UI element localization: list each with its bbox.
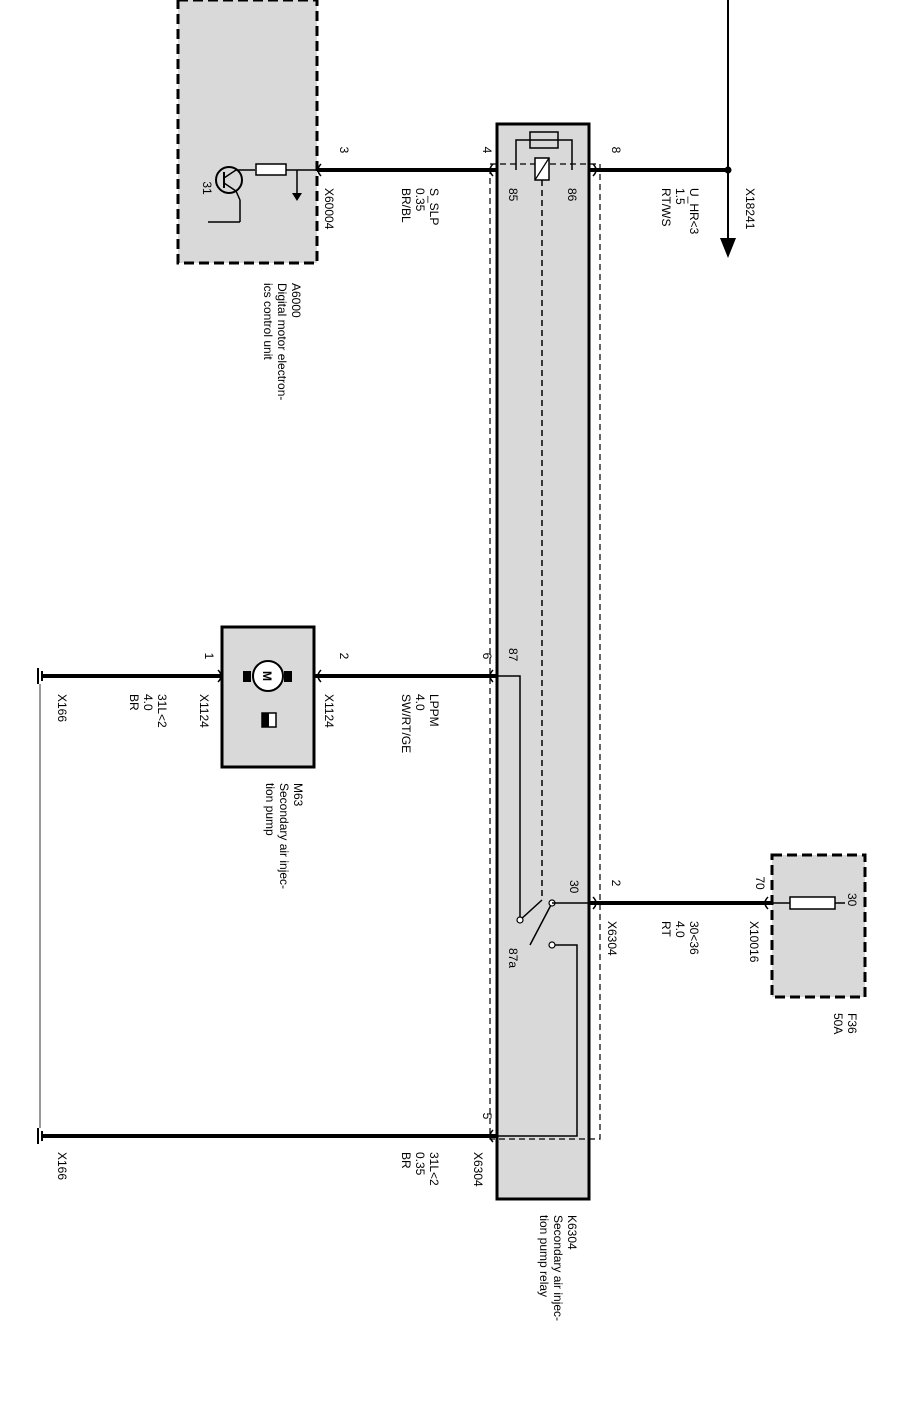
relay-coil-icon: [515, 131, 573, 170]
ground-connector-bottom: X166: [55, 1152, 69, 1180]
motor-icon: [252, 660, 284, 692]
f36-connector: X10016: [747, 921, 761, 963]
m63-pin-2: 2: [337, 653, 351, 660]
relay-pin-2: 2: [609, 880, 623, 887]
m63-name-line2: tion pump: [263, 783, 277, 836]
f36-box: [770, 853, 867, 999]
wire-gnd-pump-color: BR: [127, 694, 141, 711]
wire-u-hr: 8 U_HR<3 1.5 RT/WS X18241: [589, 0, 757, 258]
relay-pin-5: 5: [480, 1113, 494, 1120]
wire-gnd-pump-gauge: 4.0: [141, 694, 155, 711]
wire-gnd-pump-signal: 31L<2: [155, 694, 169, 728]
a6000-ground-pin: 31: [200, 181, 214, 195]
wire-lppm-color: SW/RT/GE: [399, 694, 413, 753]
wire-ground-pump: X166 1 X1124 31L<2 4.0 BR: [37, 653, 222, 728]
wire-gnd-relay-gauge: 0.35: [413, 1152, 427, 1176]
wire-uhr-color: RT/WS: [659, 188, 673, 226]
fuse-icon: [789, 896, 836, 910]
a6000-id: A6000: [289, 283, 303, 318]
transistor-icon: [208, 166, 255, 223]
m63-connector-right: X1124: [322, 694, 336, 728]
arrow-down-icon: [292, 193, 302, 201]
relay-term-86: 86: [565, 188, 579, 202]
wire-slp-gauge: 0.35: [413, 188, 427, 212]
wire-lppm-signal: LPPM: [427, 694, 441, 727]
relay-body: [495, 122, 591, 1201]
m63-pump: M M63 Secondary air injec- tion pump: [220, 625, 316, 889]
relay-name-line2: tion pump relay: [537, 1215, 551, 1297]
relay-term-85: 85: [506, 188, 520, 202]
wire-gnd-relay-signal: 31L<2: [427, 1152, 441, 1186]
a6000-box: [176, 0, 319, 265]
a6000-connector: X60004: [322, 188, 336, 230]
ground-connector-top: X166: [55, 694, 69, 722]
relay-k6304: 85 86 87 30 87a K6304 Secondary air inje…: [489, 122, 601, 1321]
f36-id: F36: [845, 1013, 859, 1034]
relay-pin-6: 6: [480, 653, 494, 660]
f36-rating: 50A: [831, 1013, 845, 1034]
f36-fuse: 30 F36 50A: [770, 853, 867, 1034]
wire-slp-signal: S_SLP: [427, 188, 441, 225]
wire-slp-color: BR/BL: [399, 188, 413, 223]
a6000-name-line2: ics control unit: [261, 283, 275, 360]
a6000-control-unit: 31 A6000 Digital motor electron- ics con…: [176, 0, 319, 400]
m63-name-line1: Secondary air injec-: [277, 783, 291, 889]
f36-term-70: 70: [753, 876, 767, 890]
f36-term-30: 30: [845, 893, 859, 907]
m63-pin-1: 1: [202, 653, 216, 660]
wire-30-gauge: 4.0: [673, 921, 687, 938]
ground-icon: [37, 668, 43, 684]
relay-connector-2: X6304: [605, 921, 619, 956]
m63-motor-symbol: M: [260, 671, 274, 681]
relay-term-30: 30: [567, 880, 581, 894]
relay-id: K6304: [565, 1215, 579, 1250]
relay-term-87: 87: [506, 648, 520, 662]
relay-term-87a: 87a: [506, 948, 520, 968]
m63-box: [220, 625, 316, 769]
wire-30: 2 X6304 30<36 4.0 RT 70 X10016: [589, 876, 772, 963]
m63-id: M63: [291, 783, 305, 807]
wire-lppm: 2 X1124 LPPM 4.0 SW/RT/GE 6: [314, 653, 497, 753]
wire-30-signal: 30<36: [687, 921, 701, 955]
resistor-icon: [255, 163, 287, 176]
wire-uhr-gauge: 1.5: [673, 188, 687, 205]
wire-ground-relay: X166 31L<2 0.35 BR X6304 5: [37, 1113, 497, 1187]
a6000-name-line1: Digital motor electron-: [275, 283, 289, 400]
relay-name-line1: Secondary air injec-: [551, 1215, 565, 1321]
wire-lppm-gauge: 4.0: [413, 694, 427, 711]
wire-uhr-connector: X18241: [743, 188, 757, 230]
relay-pin-4: 4: [480, 147, 494, 154]
wire-s-slp: 3 X60004 S_SLP 0.35 BR/BL 4: [317, 147, 497, 230]
relay-pin-8: 8: [609, 147, 623, 154]
ground-icon: [37, 1128, 43, 1144]
relay-connector-5: X6304: [471, 1152, 485, 1187]
connector-marks: [217, 163, 769, 1143]
m63-connector-left: X1124: [197, 694, 211, 728]
arrow-down-icon: [720, 238, 736, 258]
wire-uhr-signal: U_HR<3: [687, 188, 701, 235]
wire-gnd-relay-color: BR: [399, 1152, 413, 1169]
a6000-pin-out: 3: [337, 147, 351, 154]
wire-30-color: RT: [659, 921, 673, 937]
